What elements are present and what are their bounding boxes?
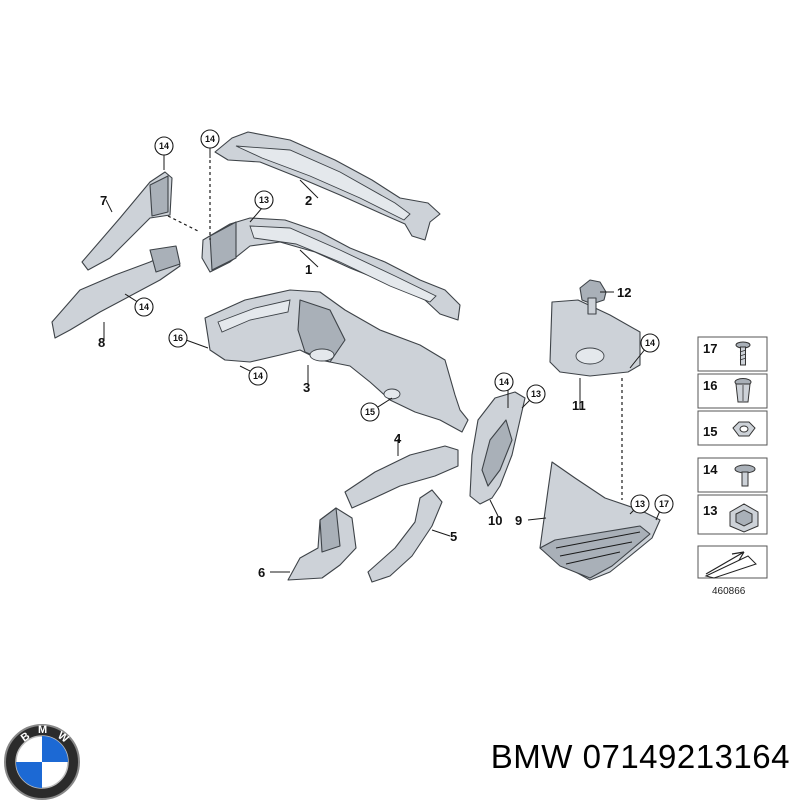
callout-circle: 14 xyxy=(154,136,174,156)
clip-screw-icon xyxy=(734,464,756,487)
label-part-10: 10 xyxy=(488,513,502,528)
callout-circle: 14 xyxy=(494,372,514,392)
label-part-6: 6 xyxy=(258,565,265,580)
clip-nut-icon xyxy=(729,503,759,533)
screw-icon xyxy=(735,341,751,366)
callout-circle: 13 xyxy=(526,384,546,404)
expanding-nut-icon xyxy=(734,378,752,403)
label-part-2: 2 xyxy=(305,193,312,208)
part-2 xyxy=(214,131,441,241)
part-12 xyxy=(579,279,607,315)
svg-text:15: 15 xyxy=(365,407,375,417)
callout-circle: 17 xyxy=(654,494,674,514)
dashed-lines xyxy=(167,160,623,500)
svg-text:17: 17 xyxy=(703,341,717,356)
callout-circle: 15 xyxy=(360,402,380,422)
svg-text:16: 16 xyxy=(173,333,183,343)
part-title: BMW 07149213164 xyxy=(490,738,790,775)
part-numbers: 1 2 3 4 5 6 7 8 9 10 11 12 xyxy=(98,193,631,580)
part-8 xyxy=(51,245,181,339)
legend-item: 16 xyxy=(697,373,768,409)
part-6 xyxy=(287,507,357,581)
part-9 xyxy=(539,461,661,581)
callout-circle: 13 xyxy=(254,190,274,210)
circled-callouts: 14 14 13 14 16 14 15 14 xyxy=(134,129,674,514)
legend-item: 15 xyxy=(697,410,768,446)
label-part-9: 9 xyxy=(515,513,522,528)
part-5 xyxy=(367,489,443,583)
label-part-11: 11 xyxy=(572,398,586,413)
fastener-legend: 17 16 15 14 xyxy=(697,336,768,597)
callout-circle: 14 xyxy=(640,333,660,353)
callout-circle: 13 xyxy=(630,494,650,514)
svg-text:14: 14 xyxy=(159,141,169,151)
label-part-3: 3 xyxy=(303,380,310,395)
svg-text:14: 14 xyxy=(253,371,263,381)
svg-text:14: 14 xyxy=(499,377,509,387)
svg-text:14: 14 xyxy=(703,462,718,477)
svg-text:14: 14 xyxy=(645,338,655,348)
label-part-5: 5 xyxy=(450,529,457,544)
bmw-logo: B M W xyxy=(4,724,80,800)
part-4 xyxy=(344,445,459,509)
legend-item: 17 xyxy=(697,336,768,372)
svg-text:M: M xyxy=(38,724,47,736)
svg-text:14: 14 xyxy=(205,134,215,144)
diagram-reference-number: 460866 xyxy=(712,586,746,597)
part-1 xyxy=(201,217,461,321)
svg-text:13: 13 xyxy=(703,503,717,518)
svg-text:15: 15 xyxy=(703,424,717,439)
svg-text:13: 13 xyxy=(635,499,645,509)
part-10 xyxy=(469,391,526,505)
label-part-12: 12 xyxy=(617,285,631,300)
legend-item: 14 xyxy=(697,457,768,493)
svg-text:13: 13 xyxy=(531,389,541,399)
callout-circle: 14 xyxy=(200,129,220,149)
view-arrow-icon xyxy=(697,545,768,579)
svg-text:16: 16 xyxy=(703,378,717,393)
label-part-1: 1 xyxy=(305,262,312,277)
label-part-8: 8 xyxy=(98,335,105,350)
hex-nut-icon xyxy=(732,421,756,437)
legend-item: 13 xyxy=(697,494,768,535)
svg-text:14: 14 xyxy=(139,302,149,312)
callout-circle: 14 xyxy=(248,366,268,386)
part-3 xyxy=(204,289,469,433)
callout-circle: 14 xyxy=(134,297,154,317)
callout-circle: 16 xyxy=(168,328,188,348)
svg-text:13: 13 xyxy=(259,195,269,205)
label-part-7: 7 xyxy=(100,193,107,208)
label-part-4: 4 xyxy=(394,431,402,446)
svg-text:17: 17 xyxy=(659,499,669,509)
part-7 xyxy=(81,171,173,271)
